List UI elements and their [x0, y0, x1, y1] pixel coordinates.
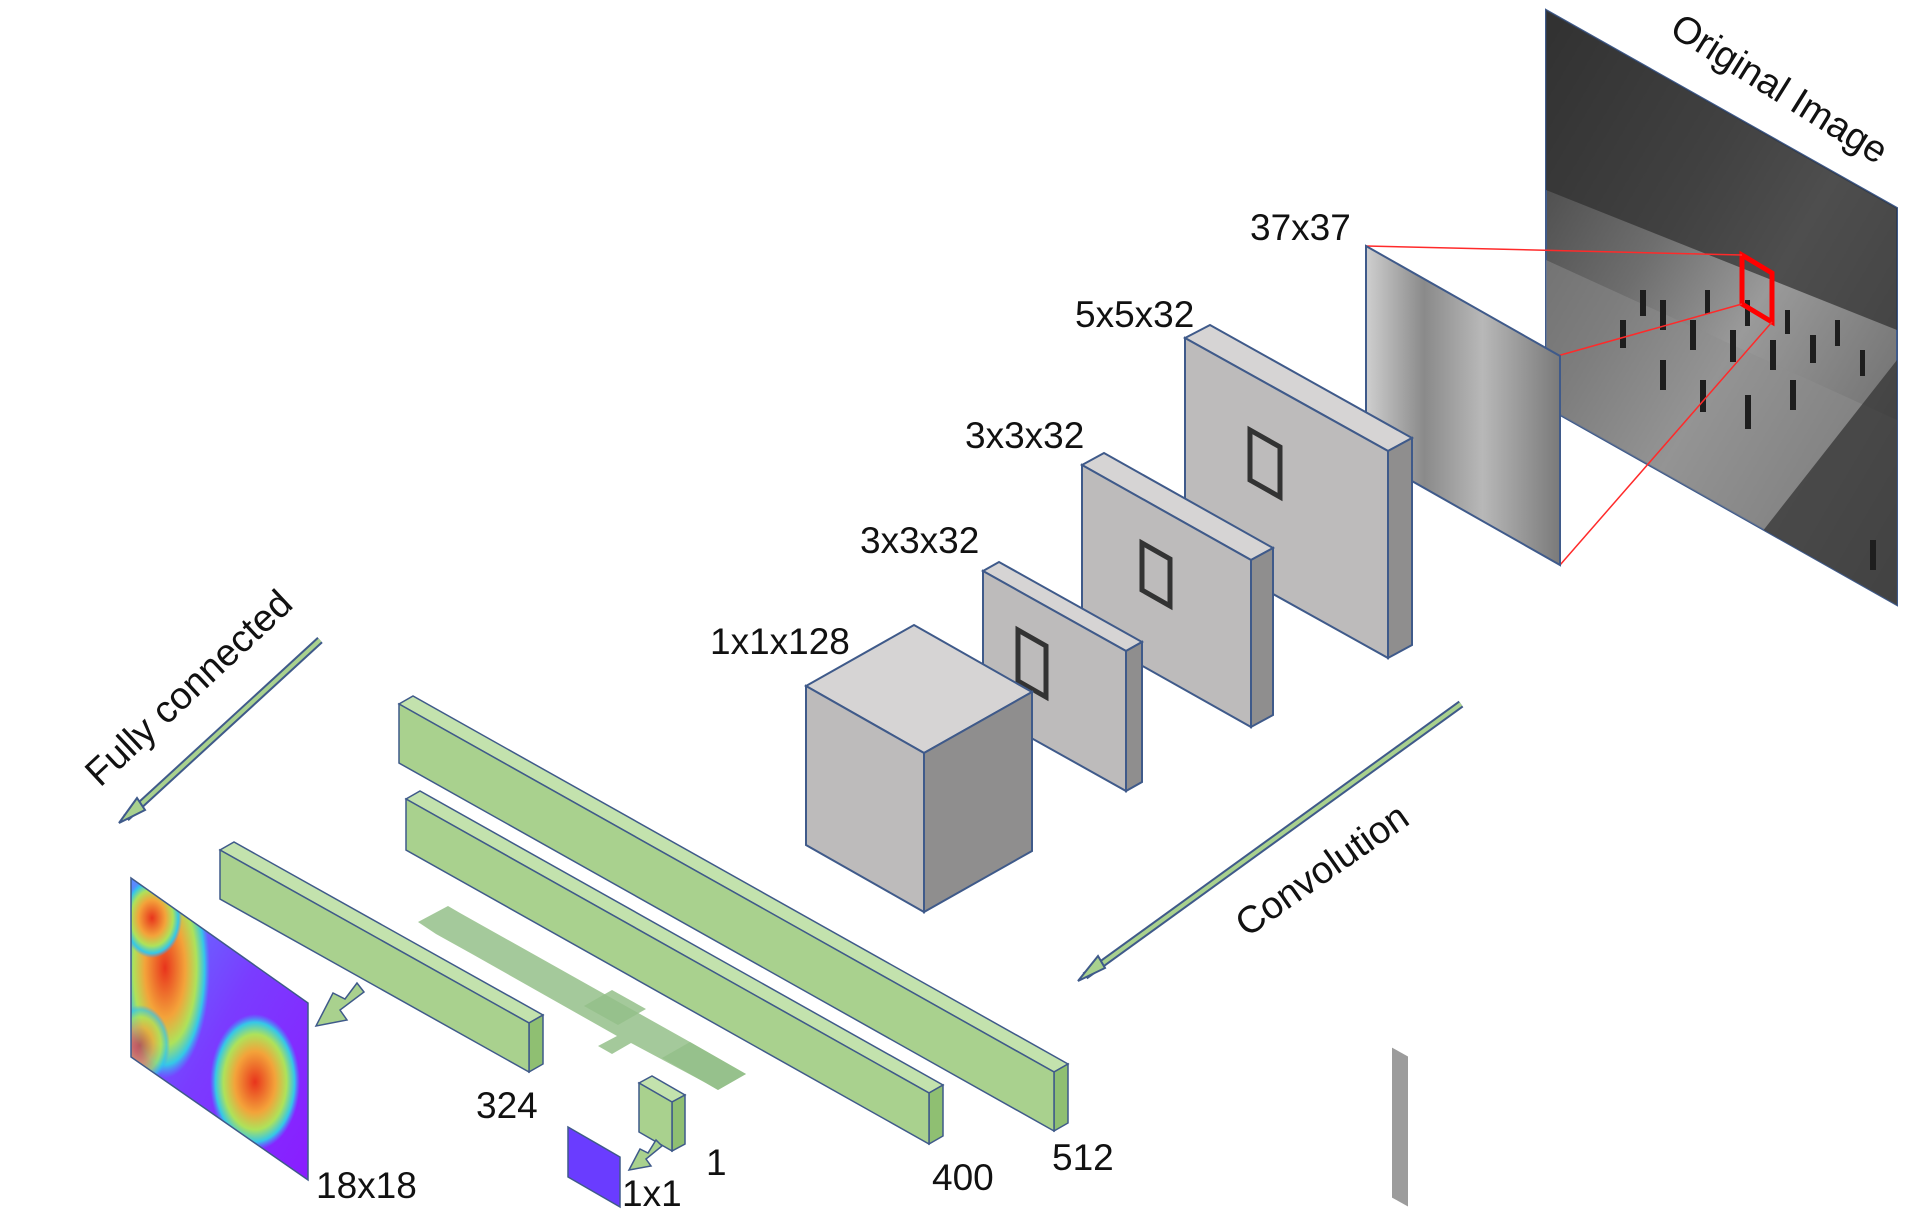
crop-projection-lines: [1365, 245, 1773, 566]
fc-layer-512: [397, 695, 1070, 1133]
branch-connector: [418, 906, 746, 1090]
original-image: [1545, 8, 1898, 607]
fully-connected-arrow-icon: [118, 637, 323, 824]
fc-layer-324: [218, 841, 545, 1074]
fc-to-density-arrow-icon: [314, 981, 366, 1028]
conv2-label: 3x3x32: [965, 415, 1084, 456]
convolution-label: Convolution: [1228, 796, 1416, 946]
fc-512-label: 512: [1052, 1137, 1114, 1178]
fc-layer-1: [637, 1075, 687, 1153]
kernel-window-icon: [1247, 425, 1283, 502]
input-crop-37x37: [1365, 244, 1561, 1207]
conv-layer-3x3x32-b: [980, 560, 1145, 793]
crop-size-label: 37x37: [1250, 207, 1351, 248]
conv3-label: 3x3x32: [860, 520, 979, 561]
count-output-1x1: [567, 1125, 621, 1209]
conv1-label: 5x5x32: [1075, 294, 1194, 335]
conv-layer-3x3x32-a: [1079, 451, 1276, 729]
fc-layer-400: [404, 790, 945, 1146]
density-map-label: 18x18: [316, 1165, 417, 1206]
kernel-window-icon: [1139, 538, 1173, 611]
fc-1-label: 1: [706, 1142, 727, 1183]
fc-to-count-arrow-icon: [627, 1138, 664, 1172]
fc-400-label: 400: [932, 1157, 994, 1198]
kernel-window-icon: [1015, 625, 1049, 702]
convolution-arrow-icon: [1077, 700, 1464, 982]
density-map-18x18: [130, 876, 309, 1182]
count-output-label: 1x1: [622, 1173, 682, 1209]
conv-layer-1x1x128: [803, 623, 1035, 914]
conv-layer-5x5x32: [1182, 323, 1415, 660]
conv4-label: 1x1x128: [710, 621, 850, 662]
fc-324-label: 324: [476, 1085, 538, 1126]
